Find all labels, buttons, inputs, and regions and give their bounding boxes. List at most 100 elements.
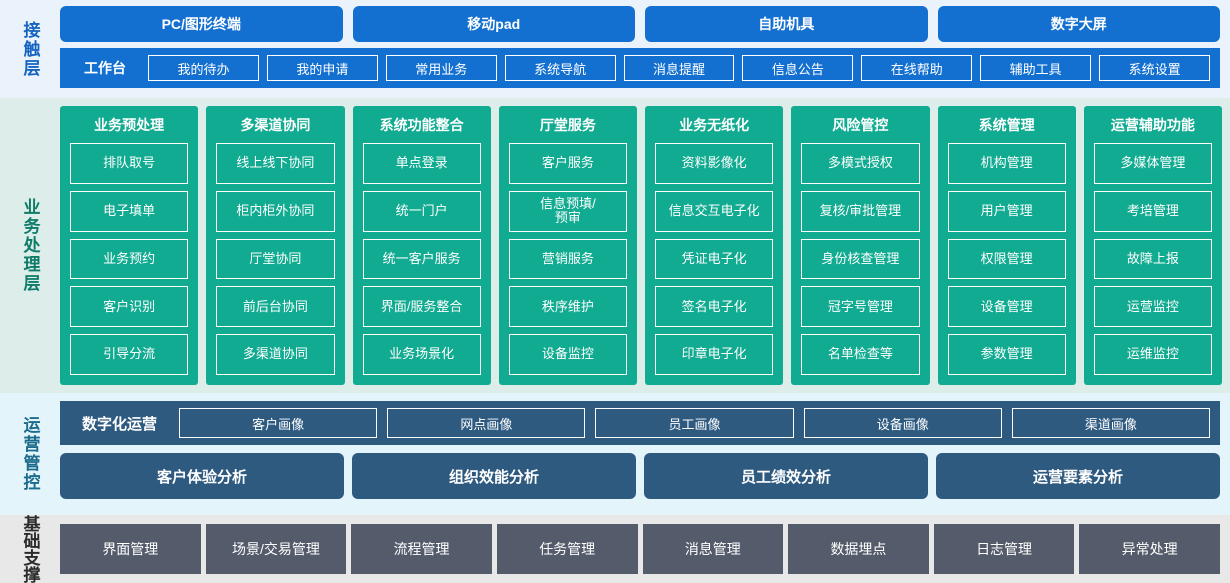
portrait-channel[interactable]: 渠道画像 — [1011, 408, 1211, 438]
biz-item[interactable]: 业务预约 — [70, 238, 189, 280]
portrait-employee[interactable]: 员工画像 — [595, 408, 794, 438]
biz-item[interactable]: 设备管理 — [947, 286, 1066, 328]
column-title: 业务预处理 — [94, 117, 165, 133]
digital-ops-bar: 数字化运营 客户画像 网点画像 员工画像 设备画像 渠道画像 — [60, 401, 1220, 445]
business-column-system-integration: 系统功能整合 单点登录 统一门户 统一客户服务 界面/服务整合 业务场景化 — [352, 106, 491, 385]
workbench-bar: 工作台 我的待办 我的申请 常用业务 系统导航 消息提醒 信息公告 在线帮助 辅… — [60, 48, 1220, 88]
biz-item[interactable]: 排队取号 — [70, 143, 189, 184]
terminal-chip-self-service[interactable]: 自助机具 — [645, 6, 928, 42]
biz-item[interactable]: 印章电子化 — [655, 334, 774, 375]
biz-item[interactable]: 客户识别 — [70, 286, 189, 328]
terminal-chip-pc[interactable]: PC/图形终端 — [60, 6, 343, 42]
portrait-branch[interactable]: 网点画像 — [387, 408, 586, 438]
biz-item[interactable]: 参数管理 — [947, 334, 1066, 375]
foundation-data-tracking[interactable]: 数据埋点 — [788, 524, 929, 574]
foundation-log-management[interactable]: 日志管理 — [933, 524, 1075, 574]
biz-item[interactable]: 考培管理 — [1093, 190, 1212, 232]
column-title: 多渠道协同 — [240, 117, 311, 133]
biz-item[interactable]: 名单检查等 — [801, 334, 920, 375]
biz-item[interactable]: 厅堂协同 — [216, 238, 335, 280]
analysis-ops-factors[interactable]: 运营要素分析 — [936, 453, 1220, 499]
business-column-ops-aux: 运营辅助功能 多媒体管理 考培管理 故障上报 运营监控 运维监控 — [1083, 106, 1222, 385]
foundation-ui-management[interactable]: 界面管理 — [60, 524, 201, 574]
biz-item[interactable]: 权限管理 — [947, 238, 1066, 280]
biz-item[interactable]: 引导分流 — [70, 334, 189, 375]
foundation-task-management[interactable]: 任务管理 — [496, 524, 638, 574]
foundation-process-management[interactable]: 流程管理 — [351, 524, 492, 574]
biz-item[interactable]: 签名电子化 — [655, 286, 774, 328]
biz-item[interactable]: 业务场景化 — [362, 334, 481, 375]
terminal-chip-mobile-pad[interactable]: 移动pad — [352, 6, 635, 42]
layer-foundation: 基础支撑 界面管理 场景/交易管理 流程管理 任务管理 消息管理 数据埋点 日志… — [0, 515, 1230, 583]
column-title: 运营辅助功能 — [1110, 117, 1195, 133]
menu-item-system-settings[interactable]: 系统设置 — [1099, 55, 1211, 81]
business-column-lobby-service: 厅堂服务 客户服务 信息预填/ 预审 营销服务 秩序维护 设备监控 — [498, 106, 637, 385]
column-title: 厅堂服务 — [539, 117, 596, 133]
analysis-customer-experience[interactable]: 客户体验分析 — [60, 453, 344, 499]
analysis-row: 客户体验分析 组织效能分析 员工绩效分析 运营要素分析 — [60, 453, 1220, 499]
business-column-system-management: 系统管理 机构管理 用户管理 权限管理 设备管理 参数管理 — [937, 106, 1076, 385]
biz-item[interactable]: 资料影像化 — [655, 143, 774, 184]
menu-item-common-business[interactable]: 常用业务 — [385, 55, 497, 81]
biz-item[interactable]: 多模式授权 — [801, 143, 920, 184]
terminal-chip-digital-screen[interactable]: 数字大屏 — [937, 6, 1220, 42]
foundation-exception-handling[interactable]: 异常处理 — [1079, 524, 1220, 574]
layer-foundation-body: 界面管理 场景/交易管理 流程管理 任务管理 消息管理 数据埋点 日志管理 异常… — [60, 515, 1230, 583]
column-title: 系统功能整合 — [379, 117, 464, 133]
biz-item[interactable]: 复核/审批管理 — [801, 190, 920, 232]
layer-contact: 接触层 PC/图形终端 移动pad 自助机具 数字大屏 工作台 我的待办 我的申… — [0, 0, 1230, 98]
business-column-preprocess: 业务预处理 排队取号 电子填单 业务预约 客户识别 引导分流 — [60, 106, 199, 385]
biz-item[interactable]: 机构管理 — [947, 143, 1066, 184]
biz-item[interactable]: 运营监控 — [1093, 286, 1212, 328]
analysis-employee-performance[interactable]: 员工绩效分析 — [644, 453, 928, 499]
layer-contact-label: 接触层 — [0, 0, 60, 98]
biz-item[interactable]: 身份核查管理 — [801, 238, 920, 280]
biz-item[interactable]: 营销服务 — [508, 238, 627, 280]
foundation-scenario-transaction-management[interactable]: 场景/交易管理 — [205, 524, 347, 574]
layer-business-label: 业务处理层 — [0, 98, 60, 393]
biz-item[interactable]: 冠字号管理 — [801, 286, 920, 328]
biz-item[interactable]: 凭证电子化 — [655, 238, 774, 280]
biz-item[interactable]: 设备监控 — [508, 334, 627, 375]
biz-item[interactable]: 电子填单 — [70, 190, 189, 232]
menu-item-online-help[interactable]: 在线帮助 — [861, 55, 973, 81]
analysis-org-efficiency[interactable]: 组织效能分析 — [352, 453, 636, 499]
column-title: 系统管理 — [978, 117, 1035, 133]
biz-item[interactable]: 运维监控 — [1093, 334, 1212, 375]
biz-item[interactable]: 故障上报 — [1093, 238, 1212, 280]
biz-item[interactable]: 界面/服务整合 — [362, 286, 481, 328]
business-column-risk-control: 风险管控 多模式授权 复核/审批管理 身份核查管理 冠字号管理 名单检查等 — [791, 106, 930, 385]
biz-item[interactable]: 用户管理 — [947, 190, 1066, 232]
portrait-customer[interactable]: 客户画像 — [179, 408, 378, 438]
biz-item[interactable]: 信息预填/ 预审 — [508, 190, 627, 232]
column-title: 风险管控 — [832, 117, 889, 133]
workbench-label: 工作台 — [84, 60, 126, 76]
menu-item-my-application[interactable]: 我的申请 — [266, 55, 378, 81]
layer-operations-label: 运营管控 — [0, 393, 60, 515]
biz-item[interactable]: 单点登录 — [362, 143, 481, 184]
biz-item[interactable]: 柜内柜外协同 — [216, 190, 335, 232]
biz-item[interactable]: 客户服务 — [508, 143, 627, 184]
digital-ops-title: 数字化运营 — [82, 415, 158, 433]
biz-item[interactable]: 信息交互电子化 — [655, 190, 774, 232]
biz-item[interactable]: 统一客户服务 — [362, 238, 481, 280]
biz-item[interactable]: 统一门户 — [362, 190, 481, 232]
biz-item[interactable]: 多渠道协同 — [216, 334, 335, 375]
layer-business: 业务处理层 业务预处理 排队取号 电子填单 业务预约 客户识别 引导分流 多渠道… — [0, 98, 1230, 393]
layer-contact-body: PC/图形终端 移动pad 自助机具 数字大屏 工作台 我的待办 我的申请 常用… — [60, 0, 1230, 98]
portrait-device[interactable]: 设备画像 — [803, 408, 1002, 438]
menu-item-system-navigation[interactable]: 系统导航 — [504, 55, 616, 81]
layer-foundation-label: 基础支撑 — [0, 515, 60, 583]
foundation-message-management[interactable]: 消息管理 — [642, 524, 784, 574]
biz-item[interactable]: 前后台协同 — [216, 286, 335, 328]
layer-operations-body: 数字化运营 客户画像 网点画像 员工画像 设备画像 渠道画像 客户体验分析 组织… — [60, 393, 1230, 515]
menu-item-announcement[interactable]: 信息公告 — [742, 55, 854, 81]
biz-item[interactable]: 线上线下协同 — [216, 143, 335, 184]
menu-item-aux-tools[interactable]: 辅助工具 — [980, 55, 1092, 81]
business-column-paperless: 业务无纸化 资料影像化 信息交互电子化 凭证电子化 签名电子化 印章电子化 — [645, 106, 784, 385]
menu-item-message-alert[interactable]: 消息提醒 — [623, 55, 735, 81]
menu-item-my-todo[interactable]: 我的待办 — [148, 55, 259, 81]
biz-item[interactable]: 多媒体管理 — [1093, 143, 1212, 184]
biz-item[interactable]: 秩序维护 — [508, 286, 627, 328]
